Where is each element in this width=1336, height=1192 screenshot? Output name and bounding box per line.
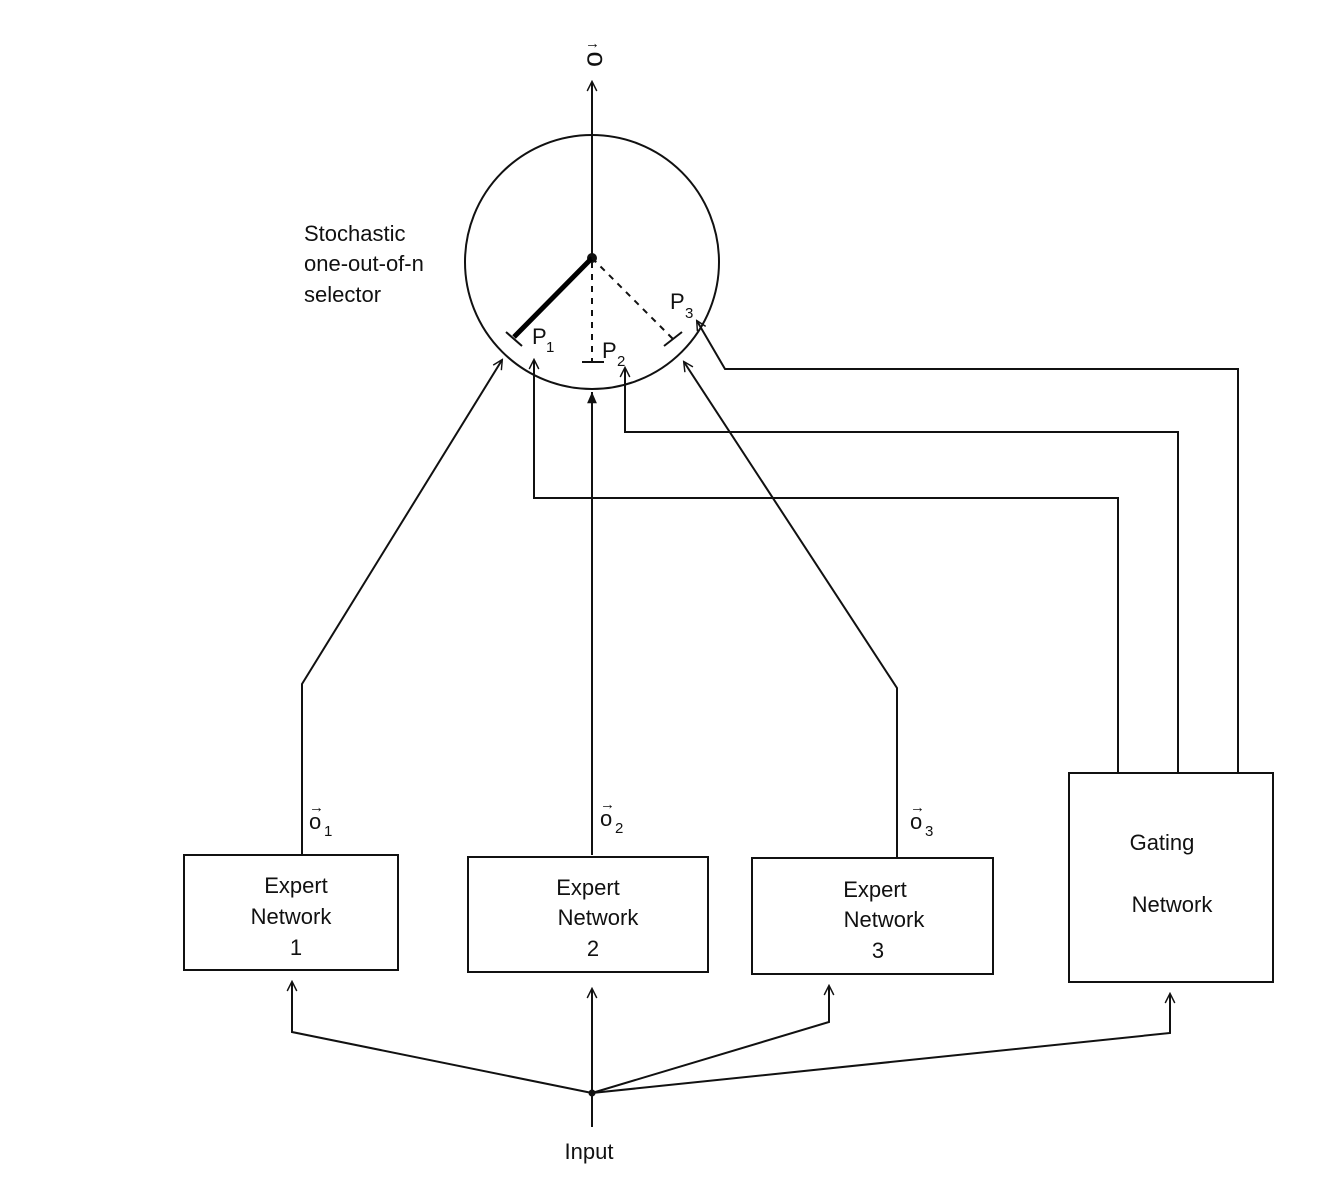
expert2-line2: Network: [558, 905, 640, 930]
expert2-line1: Expert: [556, 875, 620, 900]
selector-circle: [464, 134, 720, 390]
p2-label: P: [602, 338, 617, 363]
o3-label: o: [910, 809, 922, 834]
expert-network-1: Expert Network 1: [183, 854, 399, 971]
o1-label: o: [309, 809, 321, 834]
gating-line-p1: [534, 360, 1119, 775]
expert1-line1: Expert: [264, 873, 328, 898]
selector-switch-active: [512, 256, 594, 339]
expert2-line3: 2: [587, 936, 599, 961]
o2-arrow: →: [600, 796, 615, 813]
selector-label-line2: one-out-of-n: [304, 251, 424, 276]
selector-switch-p3: [591, 257, 675, 341]
input-to-expert3: [591, 986, 829, 1094]
selector-label-line3: selector: [304, 282, 381, 307]
o2-label: o: [600, 806, 612, 831]
output-label: o: [577, 51, 608, 67]
p3-label: P: [670, 289, 685, 314]
expert3-line1: Expert: [843, 877, 907, 902]
expert1-output-line: [301, 360, 502, 855]
input-to-expert1: [292, 982, 593, 1094]
o3-arrow: →: [910, 799, 925, 816]
gating-network: Gating Network: [1068, 772, 1274, 983]
o1-arrow: →: [309, 799, 324, 816]
gating-line-p3: [697, 321, 1239, 775]
contact-tick-3: [663, 331, 683, 347]
expert3-output-line: [684, 362, 898, 858]
p1-sub: 1: [546, 339, 554, 356]
expert-network-2: Expert Network 2: [467, 856, 709, 973]
contact-tick-1: [505, 331, 523, 347]
o1-sub: 1: [324, 823, 332, 840]
p3-sub: 3: [685, 305, 693, 322]
expert-network-3: Expert Network 3: [751, 857, 994, 975]
output-vector-arrow: →: [585, 35, 600, 52]
gating-line1: Gating: [1130, 830, 1195, 855]
o3-sub: 3: [925, 823, 933, 840]
expert3-line3: 3: [872, 938, 884, 963]
expert3-line2: Network: [844, 907, 926, 932]
selector-label-line1: Stochastic: [304, 221, 406, 246]
p1-label: P: [532, 324, 547, 349]
input-to-gating: [591, 994, 1170, 1094]
o2-sub: 2: [615, 820, 623, 837]
p2-sub: 2: [617, 353, 625, 370]
gating-line2: Network: [1132, 892, 1214, 917]
expert1-line2: Network: [251, 904, 333, 929]
input-label: Input: [565, 1139, 614, 1164]
gating-line-p2: [625, 368, 1179, 775]
expert1-line3: 1: [290, 935, 302, 960]
